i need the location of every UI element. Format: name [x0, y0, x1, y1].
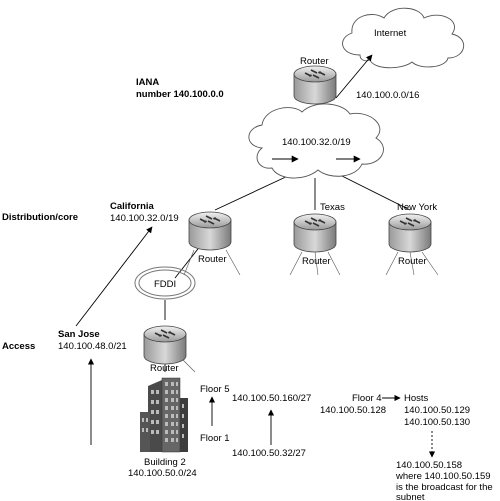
floor5-prefix: 140.100.50.160/27 [232, 393, 311, 404]
top-link-prefix: 140.100.0.0/16 [356, 90, 419, 101]
broadcast-note-3: subnet [396, 492, 425, 501]
building-icon [140, 377, 188, 453]
router-1-label: Router [198, 254, 227, 265]
newyork-label: New York [397, 202, 437, 213]
center-cloud: 140.100.32.0/19 [248, 103, 384, 179]
access-router-label: Router [150, 363, 179, 374]
california-prefix: 140.100.32.0/19 [110, 213, 179, 224]
fddi-ring: FDDI [134, 266, 196, 300]
floor4-prefix: 140.100.50.128 [320, 405, 386, 416]
arrow-sanjose-to-california [75, 226, 153, 327]
host-last-address: 140.100.50.158 [396, 460, 462, 471]
link-cloud-to-newyork [339, 174, 411, 211]
texas-label: Texas [320, 202, 345, 213]
access-router-icon [143, 325, 187, 365]
router-stubs [177, 249, 439, 373]
broadcast-note-2: is the broadcast for the [396, 482, 493, 493]
internet-cloud: Internet [342, 7, 464, 69]
internet-cloud-shape [342, 7, 464, 69]
internet-label: Internet [374, 28, 407, 39]
broadcast-note-1: where 140.100.50.159 [395, 471, 491, 482]
top-router-label: Router [300, 56, 329, 67]
california-name: California [110, 201, 155, 212]
center-cloud-label: 140.100.32.0/19 [282, 137, 351, 148]
iana-number: number 140.100.0.0 [136, 89, 224, 100]
host-b-address: 140.100.50.130 [404, 417, 470, 428]
hosts-label: Hosts [404, 393, 429, 404]
floor1-prefix: 140.100.50.32/27 [232, 448, 306, 459]
building-name: Building 2 [144, 457, 186, 468]
link-cloud-to-router-1 [214, 174, 291, 211]
fddi-label: FDDI [154, 279, 176, 290]
arrow-to-internet [335, 54, 373, 99]
floor4-label: Floor 4 [352, 393, 382, 404]
router-texas-icon [293, 213, 337, 253]
top-router-icon [293, 65, 337, 105]
router-newyork-icon [388, 213, 432, 253]
sanjose-name: San Jose [58, 329, 100, 340]
host-a-address: 140.100.50.129 [404, 405, 470, 416]
router-texas-label: Router [302, 256, 331, 267]
distribution-core-label: Distribution/core [2, 212, 78, 223]
iana-title: IANA [136, 77, 159, 88]
router-newyork-label: Router [398, 256, 427, 267]
sanjose-prefix: 140.100.48.0/21 [58, 341, 127, 352]
building-prefix: 140.100.50.0/24 [128, 468, 197, 479]
access-label: Access [2, 341, 35, 352]
floor5-label: Floor 5 [200, 384, 230, 395]
router-1-icon [188, 211, 232, 251]
floor1-label: Floor 1 [200, 433, 230, 444]
